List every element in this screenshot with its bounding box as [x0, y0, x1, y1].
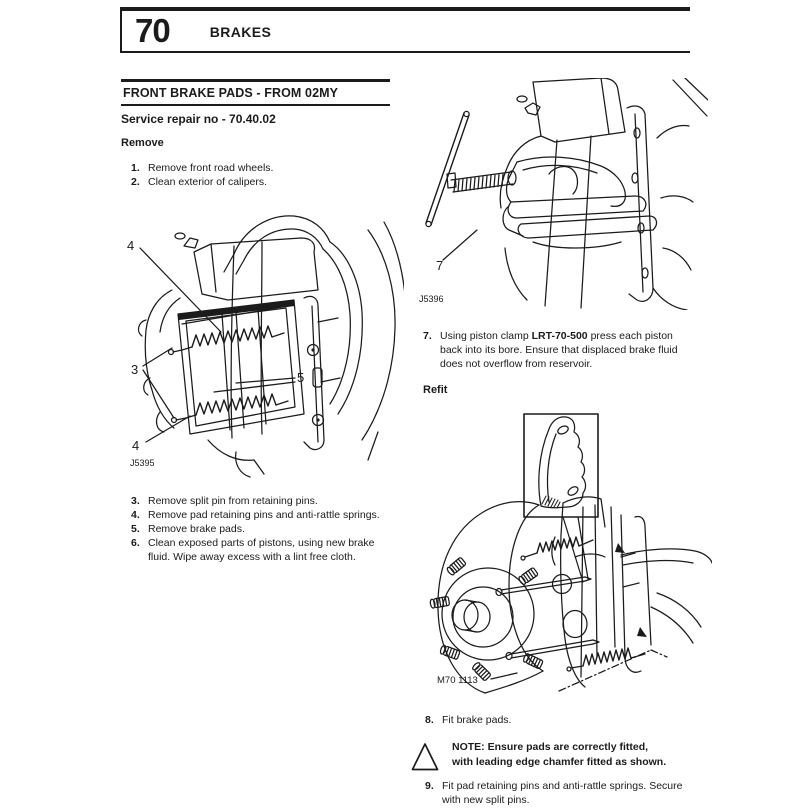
step-1: 1. Remove front road wheels. [131, 161, 371, 175]
callout-5: 5 [297, 370, 304, 385]
step-8: 8. Fit brake pads. [425, 713, 692, 727]
step-text: Remove brake pads. [148, 523, 245, 535]
step-number: 9. [425, 780, 434, 792]
warning-triangle-icon [410, 741, 440, 773]
step-number: 8. [425, 714, 434, 726]
section-number: 70 [135, 11, 171, 49]
step-number: 5. [131, 523, 140, 535]
figure-pad-refit: M70 1113 [425, 407, 713, 695]
remove-heading: Remove [121, 137, 164, 149]
callout-4-top: 4 [127, 238, 134, 253]
note-line-2: with leading edge chamfer fitted as show… [452, 756, 667, 768]
step-7-pre: Using piston clamp [440, 330, 532, 342]
figure-label-m70-1113: M70 1113 [437, 675, 478, 686]
caliper-pads-illustration: 4 3 5 4 J5395 [127, 215, 407, 478]
note-line-1: NOTE: Ensure pads are correctly fitted, [452, 741, 649, 753]
step-text: Remove pad retaining pins and anti-rattl… [148, 509, 380, 521]
piston-clamp-illustration: 7 J5396 [419, 77, 709, 311]
step-4: 4. Remove pad retaining pins and anti-ra… [131, 508, 398, 522]
step-5: 5. Remove brake pads. [131, 522, 398, 536]
step-text: Clean exterior of calipers. [148, 176, 268, 188]
step-number: 6. [131, 537, 140, 549]
step-9: 9. Fit pad retaining pins and anti-rattl… [425, 779, 692, 807]
remove-steps-1-2: 1. Remove front road wheels. 2. Clean ex… [131, 161, 371, 189]
callout-7: 7 [436, 258, 443, 273]
step-2: 2. Clean exterior of calipers. [131, 175, 371, 189]
service-repair-number: Service repair no - 70.40.02 [121, 112, 276, 126]
note-block: NOTE: Ensure pads are correctly fitted, … [452, 740, 666, 770]
step-6: 6. Clean exposed parts of pistons, using… [131, 536, 398, 564]
section-title: BRAKES [209, 24, 272, 40]
figure-piston-clamp: 7 J5396 [405, 77, 709, 311]
page-title: FRONT BRAKE PADS - FROM 02MY [121, 79, 390, 106]
step-number: 1. [131, 162, 140, 174]
step-text: Using piston clamp LRT-70-500 press each… [440, 329, 688, 371]
step-text: Remove front road wheels. [148, 162, 274, 174]
refit-heading: Refit [423, 384, 448, 396]
figure-label-j5396: J5396 [419, 294, 444, 304]
step-text: Remove split pin from retaining pins. [148, 495, 318, 507]
pad-refit-illustration: M70 1113 [429, 413, 713, 694]
step-7: 7. Using piston clamp LRT-70-500 press e… [423, 329, 688, 371]
figure-label-j5395: J5395 [130, 458, 155, 468]
step-number: 2. [131, 176, 140, 188]
figure-caliper-pads: 4 3 5 4 J5395 [116, 202, 407, 478]
step-text: Fit pad retaining pins and anti-rattle s… [442, 780, 683, 806]
section-header: 70 BRAKES [120, 7, 690, 53]
step-7-post: press each piston back into its bore. En… [440, 330, 678, 370]
step-3: 3. Remove split pin from retaining pins. [131, 494, 398, 508]
callout-4-bottom: 4 [132, 438, 139, 453]
step-text: Clean exposed parts of pistons, using ne… [148, 537, 375, 563]
step-number: 3. [131, 495, 140, 507]
remove-steps-3-6: 3. Remove split pin from retaining pins.… [131, 494, 398, 564]
step-text: Fit brake pads. [442, 714, 512, 726]
tool-number: LRT-70-500 [531, 330, 588, 342]
step-number: 7. [423, 330, 432, 342]
callout-3: 3 [131, 362, 138, 377]
step-number: 4. [131, 509, 140, 521]
